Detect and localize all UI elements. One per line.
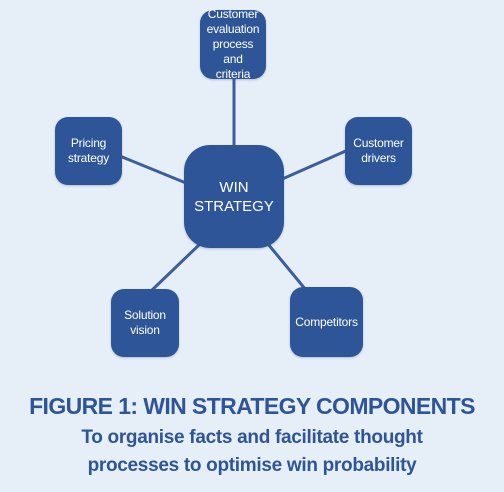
node-competitors: Competitors	[290, 287, 363, 357]
node-pricing-strategy-line1: Pricing	[70, 136, 107, 150]
node-customer-drivers-line2: drivers	[361, 151, 396, 165]
node-customer-drivers-line1: Customer	[353, 136, 404, 150]
node-customer-evaluation: Customer evaluation process and criteria	[200, 7, 266, 81]
connector-competitors	[266, 243, 308, 291]
node-customer-drivers: Customer drivers	[345, 117, 412, 185]
node-customer-evaluation-line1: Customer	[207, 7, 259, 21]
center-line1: WIN	[219, 178, 249, 196]
node-customer-evaluation-line3: process and	[212, 37, 254, 66]
node-competitors-line1: Competitors	[295, 314, 358, 329]
node-solution-vision-line2: vision	[130, 323, 160, 337]
node-pricing-strategy: Pricing strategy	[55, 117, 122, 185]
center-line2: STRATEGY	[194, 197, 274, 215]
node-solution-vision-line1: Solution	[124, 308, 166, 322]
node-win-strategy: WIN STRATEGY	[184, 145, 284, 248]
figure-subtitle-line1: To organise facts and facilitate thought	[81, 427, 423, 448]
node-pricing-strategy-line2: strategy	[67, 151, 110, 165]
figure-title: FIGURE 1: WIN STRATEGY COMPONENTS	[29, 393, 475, 419]
node-customer-evaluation-line4: criteria	[215, 67, 251, 81]
node-solution-vision: Solution vision	[111, 289, 179, 357]
node-customer-evaluation-line2: evaluation	[206, 22, 260, 36]
figure-subtitle-line2: processes to optimise win probability	[87, 455, 417, 476]
connector-solution-vision	[148, 242, 202, 294]
connector-pricing-strategy	[109, 150, 187, 185]
connector-customer-drivers	[279, 148, 349, 182]
